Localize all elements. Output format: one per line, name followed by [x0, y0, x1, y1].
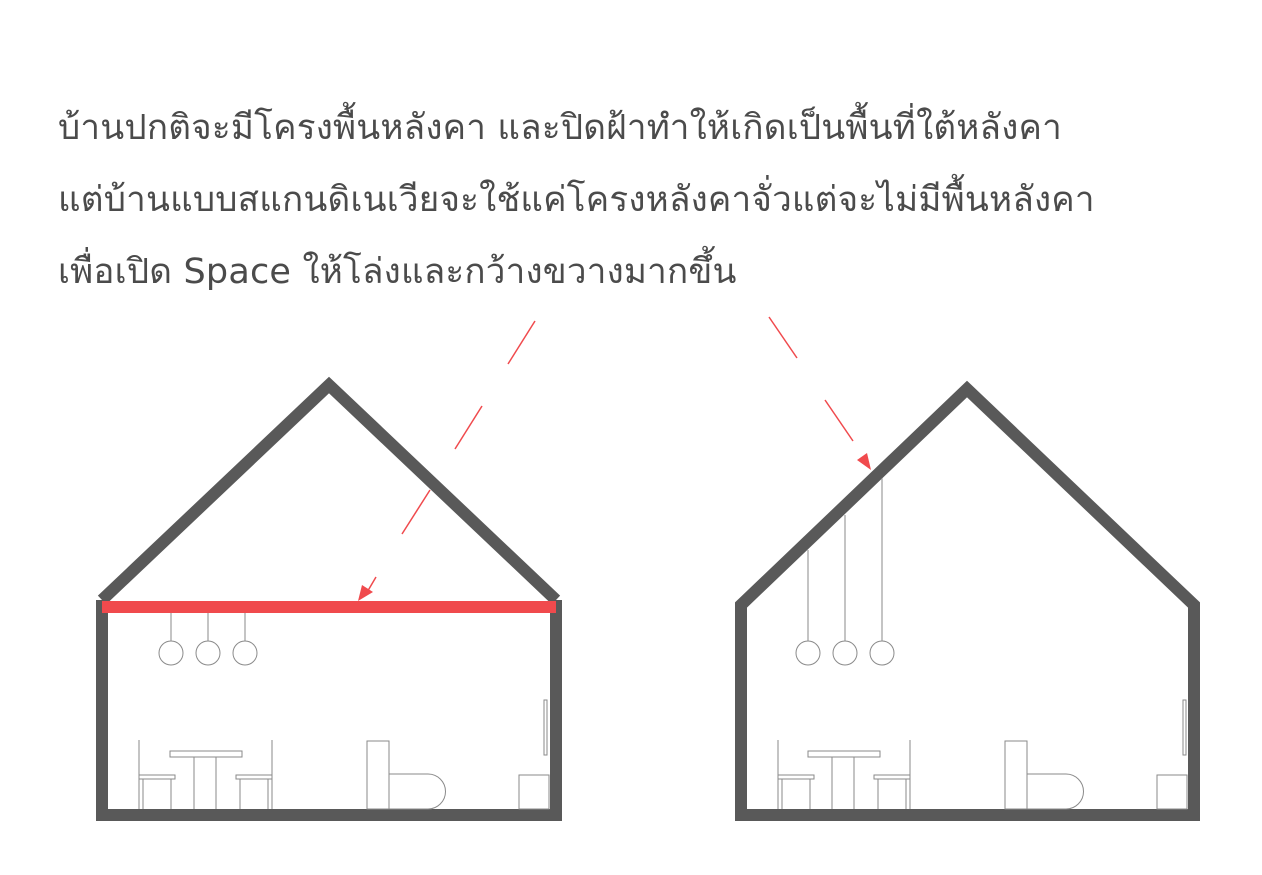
window-right — [1182, 699, 1187, 756]
walls-left — [96, 600, 562, 821]
window-left — [543, 699, 548, 756]
sofa-right — [1004, 740, 1084, 810]
dining-set-left — [138, 740, 273, 809]
caption: บ้านปกติจะมีโครงพื้นหลังคา และปิดฝ้าทำให… — [58, 92, 1258, 308]
pendant-lamps-right — [795, 478, 895, 666]
house-conventional — [96, 320, 562, 821]
roof-left — [97, 376, 561, 605]
pendant-lamps-left — [158, 613, 258, 666]
sofa-left — [366, 740, 446, 810]
caption-line-3: เพื่อเปิด Space ให้โล่งและกว้างขวางมากขึ… — [58, 252, 737, 292]
cabinet-left — [518, 774, 550, 810]
caption-line-1: บ้านปกติจะมีโครงพื้นหลังคา และปิดฝ้าทำให… — [58, 108, 1062, 148]
arrow-to-roof — [768, 316, 854, 442]
house-scandinavian — [735, 316, 1200, 821]
caption-line-2: แต่บ้านแบบสแกนดิเนเวียจะใช้แค่โครงหลังคา… — [58, 180, 1095, 220]
house-outline-right — [735, 380, 1200, 821]
arrow-head-left — [358, 585, 373, 601]
dining-set-right — [777, 740, 911, 809]
cabinet-right — [1156, 774, 1188, 810]
arrow-head-right — [857, 453, 871, 470]
